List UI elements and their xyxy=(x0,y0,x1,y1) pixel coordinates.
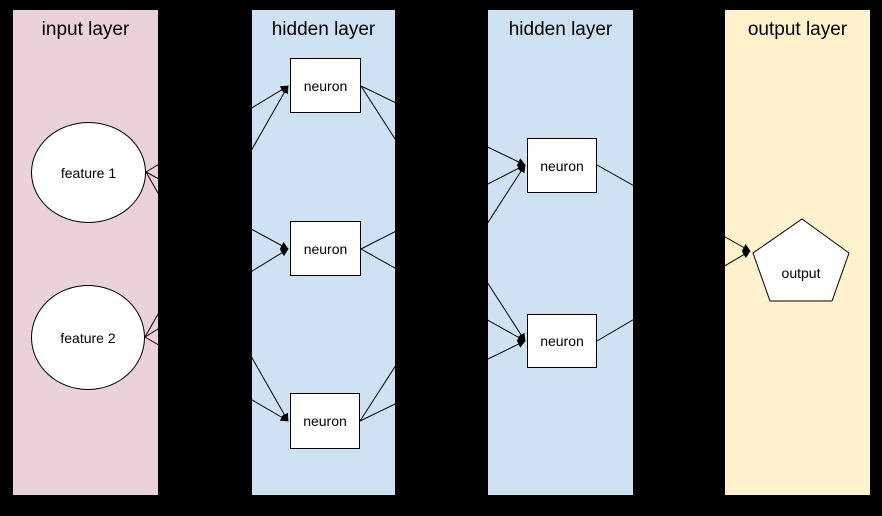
pentagon-shape xyxy=(752,218,850,302)
node-feature-2: feature 2 xyxy=(31,285,145,390)
panel-title: input layer xyxy=(41,19,130,40)
node-feature-1: feature 1 xyxy=(31,122,146,223)
node-neuron-2: neuron xyxy=(290,221,361,276)
panel-title: hidden layer xyxy=(271,19,376,40)
node-label: neuron xyxy=(303,413,347,429)
node-label: neuron xyxy=(303,77,348,94)
panel-input-layer: input layer xyxy=(13,10,158,495)
node-label: output xyxy=(781,265,821,281)
node-label: feature 1 xyxy=(60,164,117,181)
node-label: feature 2 xyxy=(60,329,116,346)
panel-hidden-layer-2: hidden layer xyxy=(488,10,633,495)
node-label: neuron xyxy=(540,157,584,174)
node-output: output xyxy=(752,218,850,302)
node-neuron-4: neuron xyxy=(527,138,597,193)
node-neuron-5: neuron xyxy=(527,314,597,368)
node-label: neuron xyxy=(303,240,348,257)
panel-title: output layer xyxy=(747,19,848,40)
node-label: neuron xyxy=(540,333,584,349)
node-neuron-1: neuron xyxy=(290,58,361,113)
panel-title: hidden layer xyxy=(508,19,613,40)
node-neuron-3: neuron xyxy=(290,393,360,449)
